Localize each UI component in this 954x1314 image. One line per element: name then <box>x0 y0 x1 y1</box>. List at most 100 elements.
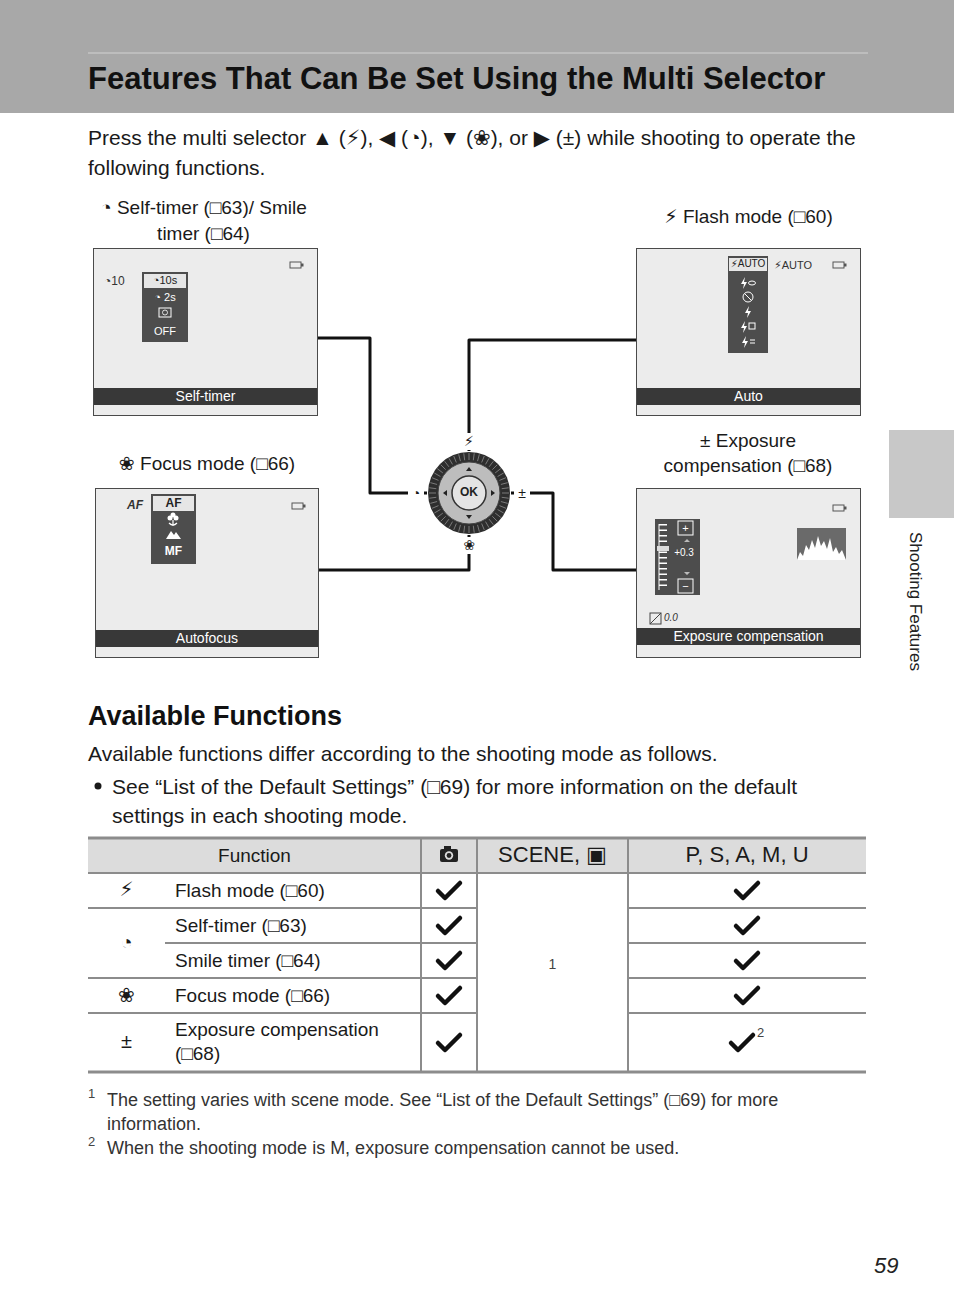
flash-mode-menu <box>745 294 752 301</box>
flash-mode-menu <box>750 340 755 341</box>
check-mark <box>438 883 460 898</box>
focus-mode-menu <box>171 513 176 518</box>
table-header: Function <box>88 844 421 868</box>
check-mark <box>736 988 758 1003</box>
check-mark <box>736 918 758 933</box>
dial-ridge <box>502 487 509 489</box>
screen-heading: ❀ Focus mode (□66) <box>96 451 318 477</box>
screen-icon-text: ◔10 <box>104 274 140 289</box>
camera-icon <box>440 849 458 862</box>
screen-caption-band: Auto <box>637 388 860 405</box>
header-band <box>88 53 868 54</box>
table-grid <box>165 942 477 944</box>
battery-icon <box>290 262 301 268</box>
dial-ridge <box>459 525 461 532</box>
header-band <box>0 0 954 113</box>
dial-ridge <box>501 483 508 485</box>
screen-caption-band: Exposure compensation <box>637 628 860 645</box>
dial-ridge <box>445 519 449 525</box>
table-icon: ❀ <box>88 983 165 1008</box>
table-grid <box>88 907 477 909</box>
dial-ridge <box>498 510 504 514</box>
dial-ridge <box>492 465 497 470</box>
menu-item: ◔10s <box>144 274 186 288</box>
dial-ridge <box>478 454 480 461</box>
dial-ring <box>428 452 510 534</box>
table-grid <box>476 838 478 1072</box>
camera-screen: ⚡ Flash mode (□60)⚡AUTOAuto <box>636 248 861 416</box>
table-grid <box>88 1012 477 1014</box>
ok-button <box>452 476 486 510</box>
dial-ridge <box>437 513 443 517</box>
dial-ridge <box>445 461 449 467</box>
screen-background <box>636 248 861 416</box>
screen-caption-band: Autofocus <box>96 630 318 647</box>
screen-heading: ± Exposure compensation (□68) <box>648 428 848 478</box>
flash-mode-menu <box>742 336 748 348</box>
dial-ridge <box>478 525 480 532</box>
dial-ridge <box>498 473 504 477</box>
side-tab <box>889 430 954 518</box>
flash-mode-menu <box>728 256 768 353</box>
connector-line <box>319 535 469 570</box>
dial-ridge <box>486 522 490 528</box>
dial-ridge <box>492 516 497 521</box>
table-grid <box>627 838 629 1072</box>
check-mark <box>736 953 758 968</box>
exposure-scale-menu <box>655 519 700 595</box>
connector-line <box>469 340 636 451</box>
histogram <box>797 536 846 560</box>
flash-mode-menu <box>743 292 753 302</box>
dial-ridge <box>489 461 493 467</box>
check-mark <box>438 988 460 1003</box>
dial-ridge <box>441 516 446 521</box>
exposure-icon <box>650 613 661 624</box>
page-title: Features That Can Be Set Using the Multi… <box>88 60 825 99</box>
check-mark <box>438 953 460 968</box>
section-heading: Available Functions <box>88 700 868 734</box>
dial-symbol: ⚡ <box>461 433 477 450</box>
footnote-text: The setting varies with scene mode. See … <box>107 1088 867 1136</box>
band-text: Auto <box>637 388 860 405</box>
footnote-ref: 2 <box>757 1025 771 1041</box>
histogram <box>797 528 846 560</box>
dial-ridge <box>482 456 485 462</box>
dial-ridge <box>432 506 438 509</box>
dial-ridge <box>486 458 490 464</box>
camera-icon <box>447 853 452 858</box>
table-grid <box>628 907 866 909</box>
dial-ridge <box>469 453 470 460</box>
dial-ridge <box>499 478 505 481</box>
battery-icon <box>845 264 847 266</box>
screen-caption-band: Self-timer <box>94 388 317 405</box>
table-grid <box>88 838 866 1072</box>
dial-ridge <box>473 453 475 460</box>
table-cell: Flash mode (□60) <box>175 879 415 903</box>
menu-item: − <box>678 579 693 593</box>
dial-ridge <box>429 497 436 499</box>
multi-selector-dial: OK <box>427 451 511 535</box>
dial-ridge <box>495 513 501 517</box>
bullet-dot <box>95 783 102 790</box>
flash-mode-menu <box>741 277 747 289</box>
exposure-icon <box>650 613 661 624</box>
dial-arrow <box>466 515 472 519</box>
dial-ridge <box>463 453 465 460</box>
side-tab <box>889 430 954 518</box>
dial-ridge <box>441 465 446 470</box>
dial-ridge <box>449 458 453 464</box>
self-timer-menu <box>163 310 168 315</box>
screen-icon-text: AF <box>127 498 151 513</box>
dial-ridge <box>430 483 437 485</box>
battery-icon <box>304 505 306 507</box>
dial-button-text: OK <box>453 485 485 500</box>
menu-item: ◔ 2s <box>144 291 186 305</box>
menu-item: AF <box>153 496 194 511</box>
menu-item: OFF <box>144 325 186 339</box>
dial-ridge <box>502 493 509 494</box>
exposure-scale-menu <box>678 579 693 593</box>
screen-icon-text: 0.0 <box>664 612 694 625</box>
flash-mode-menu <box>750 343 755 344</box>
screen-background <box>93 248 318 416</box>
dial-ridge <box>502 497 509 499</box>
